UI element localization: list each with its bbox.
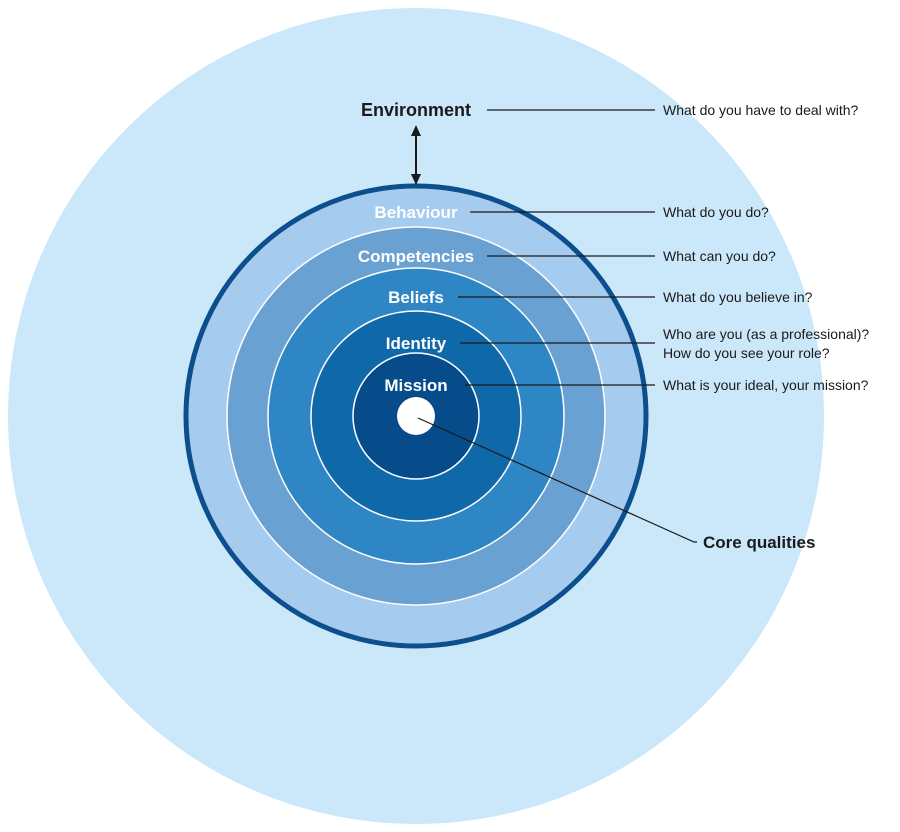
identity-question-line2: How do you see your role? xyxy=(663,345,830,361)
environment-question: What do you have to deal with? xyxy=(663,102,859,118)
core-leader xyxy=(417,417,697,543)
beliefs-question: What do you believe in? xyxy=(663,289,813,305)
behaviour-label: Behaviour xyxy=(374,203,458,222)
mission-question: What is your ideal, your mission? xyxy=(663,377,869,393)
competencies-question: What can you do? xyxy=(663,248,776,264)
identity-label: Identity xyxy=(386,334,447,353)
competencies-label: Competencies xyxy=(358,247,474,266)
double-arrow xyxy=(411,125,421,185)
core-circle xyxy=(397,397,435,435)
mission-label: Mission xyxy=(384,376,447,395)
core-qualities-label: Core qualities xyxy=(703,533,815,552)
environment-label: Environment xyxy=(361,100,471,120)
leader-lines xyxy=(417,109,697,543)
beliefs-label: Beliefs xyxy=(388,288,444,307)
behaviour-question: What do you do? xyxy=(663,204,769,220)
identity-question-line1: Who are you (as a professional)? xyxy=(663,326,869,342)
